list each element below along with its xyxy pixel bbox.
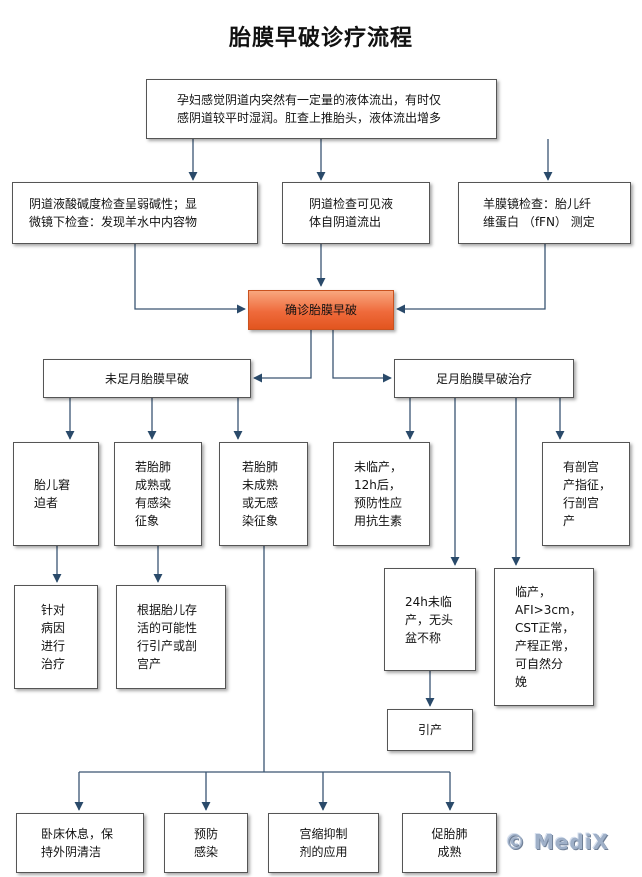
node-amnioscopy: 羊膜镜检查：胎儿纤 维蛋白 （fFN） 测定: [458, 182, 631, 244]
node-labor-afi: 临产， AFI>3cm， CST正常， 产程正常， 可自然分 娩: [494, 568, 594, 706]
node-vaginal-exam: 阴道检查可见液 体自阴道流出: [282, 182, 430, 244]
node-cesarean: 有剖宫 产指征， 行剖宫 产: [542, 442, 630, 546]
page-title: 胎膜早破诊疗流程: [228, 26, 413, 51]
node-lung-mature: 若胎肺 成熟或 有感染 征象: [114, 442, 202, 546]
node-no-labor-12h: 未临产， 12h后， 预防性应 用抗生素: [333, 442, 430, 546]
watermark-logo: © MediX: [505, 830, 610, 854]
node-tocolysis: 宫缩抑制 剂的应用: [268, 813, 379, 873]
node-prevent-infection: 预防 感染: [164, 813, 248, 873]
node-lung-immature: 若胎肺 未成熟 或无感 染征象: [219, 442, 308, 546]
node-targeted-treatment: 针对 病因 进行 治疗: [14, 585, 98, 689]
node-ph-test: 阴道液酸碱度检查呈弱碱性；显 微镜下检查：发现羊水中内容物: [12, 182, 258, 244]
node-diagnosis: 确诊胎膜早破: [248, 290, 394, 330]
node-symptom: 孕妇感觉阴道内突然有一定量的液体流出，有时仅 感阴道较平时湿润。肛查上推胎头，液…: [146, 79, 497, 139]
node-induction: 引产: [387, 709, 473, 751]
node-lung-maturation: 促胎肺 成熟: [402, 813, 497, 873]
node-bed-rest: 卧床休息，保 持外阴清洁: [16, 813, 144, 873]
node-no-labor-24h: 24h未临 产，无头 盆不称: [384, 568, 476, 671]
node-fetal-distress: 胎儿窘 迫者: [13, 442, 99, 546]
node-term: 足月胎膜早破治疗: [394, 359, 574, 398]
node-preterm: 未足月胎膜早破: [43, 359, 251, 398]
node-survival: 根据胎儿存 活的可能性 行引产或剖 宫产: [116, 585, 226, 689]
